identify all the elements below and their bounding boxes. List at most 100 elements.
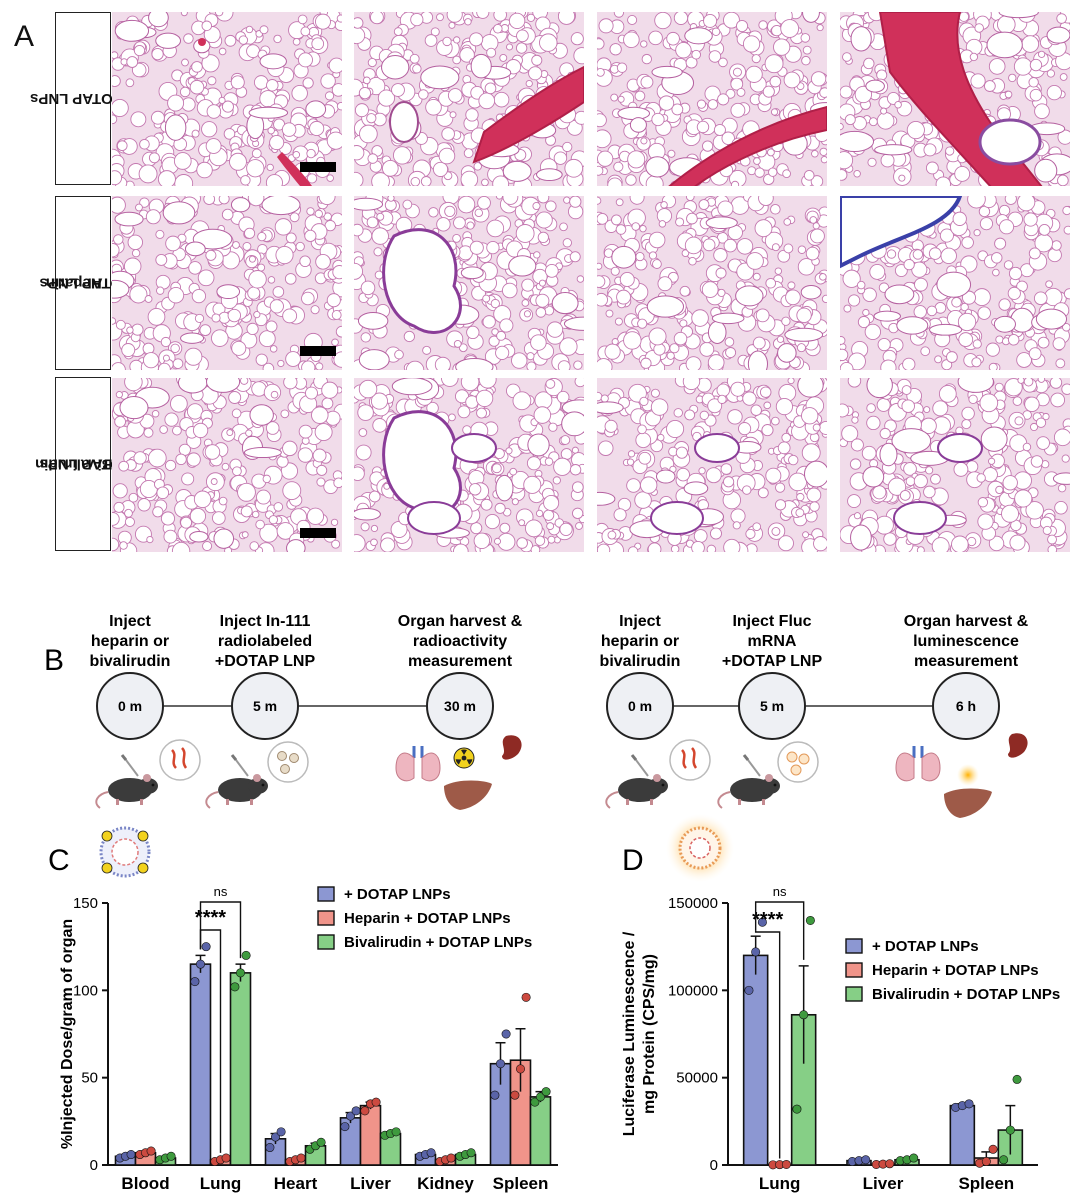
lungs-icon bbox=[894, 744, 942, 783]
liver-icon bbox=[444, 780, 492, 810]
step-label: +DOTAP LNP bbox=[722, 653, 823, 670]
y-tick-label: 50000 bbox=[676, 1070, 718, 1087]
legend-swatch bbox=[317, 934, 335, 950]
row-label-bivalirudin: Bivalirudin+ DOTAP LNPs bbox=[35, 377, 146, 551]
timepoint-label: 6 h bbox=[956, 698, 976, 714]
timepoint-circle bbox=[606, 672, 674, 740]
mouse-icon bbox=[604, 753, 670, 810]
data-point bbox=[799, 1010, 809, 1020]
step-label: Organ harvest & bbox=[904, 613, 1029, 630]
timepoint-label: 30 m bbox=[444, 698, 476, 714]
panel-label-a: A bbox=[14, 20, 35, 53]
x-tick-label: Spleen bbox=[493, 1174, 549, 1193]
legend-swatch bbox=[845, 962, 863, 978]
x-tick-label: Spleen bbox=[958, 1174, 1014, 1193]
y-tick-label: 150000 bbox=[668, 895, 718, 912]
step-label: bivalirudin bbox=[600, 653, 681, 670]
data-point bbox=[265, 1143, 275, 1153]
data-point bbox=[166, 1151, 176, 1161]
data-point bbox=[981, 1157, 991, 1167]
timepoint-circle bbox=[426, 672, 494, 740]
step-label: heparin or bbox=[601, 633, 679, 650]
y-axis-label: mg Protein (CPS/mg) bbox=[641, 954, 658, 1114]
scale-bar bbox=[300, 528, 336, 538]
data-point bbox=[276, 1127, 286, 1137]
timepoint-circle bbox=[96, 672, 164, 740]
data-point bbox=[201, 942, 211, 952]
data-point bbox=[316, 1137, 326, 1147]
lung-micrograph bbox=[112, 12, 342, 186]
mouse-icon bbox=[204, 753, 270, 810]
x-tick-label: Lung bbox=[759, 1174, 801, 1193]
data-point bbox=[371, 1097, 381, 1107]
lung-micrograph bbox=[354, 196, 584, 370]
data-point bbox=[146, 1146, 156, 1156]
step-label: measurement bbox=[914, 653, 1019, 670]
data-point bbox=[781, 1159, 791, 1169]
luminescent-lnp-icon bbox=[666, 814, 734, 882]
y-tick-label: 150 bbox=[73, 895, 98, 912]
significance-label: ns bbox=[214, 884, 228, 899]
significance-label: ns bbox=[773, 884, 787, 899]
radioactive-icon bbox=[453, 747, 475, 769]
y-tick-label: 0 bbox=[710, 1157, 718, 1174]
scale-bar bbox=[300, 162, 336, 172]
data-point bbox=[196, 959, 206, 969]
significance-label: **** bbox=[195, 907, 226, 929]
legend-label: Heparin + DOTAP LNPs bbox=[344, 910, 511, 927]
spleen-icon bbox=[502, 735, 522, 760]
bar bbox=[949, 1104, 976, 1166]
magnifier-anticoagulant-icon bbox=[669, 739, 711, 781]
lung-micrograph bbox=[840, 196, 1070, 370]
data-point bbox=[515, 1064, 525, 1074]
y-tick-label: 100000 bbox=[668, 982, 718, 999]
data-point bbox=[521, 992, 531, 1002]
data-point bbox=[446, 1153, 456, 1163]
significance-label: **** bbox=[752, 909, 783, 931]
mouse-icon bbox=[94, 753, 160, 810]
bar bbox=[529, 1096, 552, 1166]
magnifier-mrna-lnp-icon bbox=[777, 741, 819, 783]
x-tick-label: Liver bbox=[350, 1174, 391, 1193]
step-label: Inject bbox=[109, 613, 151, 630]
lung-micrograph bbox=[354, 12, 584, 186]
y-tick-label: 0 bbox=[90, 1157, 98, 1174]
x-tick-label: Liver bbox=[863, 1174, 904, 1193]
y-axis-label: %Injected Dose/gram of organ bbox=[59, 919, 76, 1149]
legend-label: Heparin + DOTAP LNPs bbox=[872, 962, 1039, 979]
data-point bbox=[221, 1153, 231, 1163]
lung-micrograph bbox=[840, 12, 1070, 186]
lung-micrograph bbox=[354, 378, 584, 552]
row-label-heparin: Heparin+ DOTAP LNPs bbox=[39, 196, 146, 370]
data-point bbox=[885, 1159, 895, 1169]
lung-micrograph bbox=[597, 196, 827, 370]
data-point bbox=[190, 977, 200, 987]
data-point bbox=[751, 947, 761, 957]
scale-bar bbox=[300, 346, 336, 356]
panel-label-d: D bbox=[622, 844, 644, 877]
data-point bbox=[757, 917, 767, 927]
step-label: Inject bbox=[619, 613, 661, 630]
data-point bbox=[909, 1153, 919, 1163]
magnifier-lnp-icon bbox=[267, 741, 309, 783]
timepoint-label: 5 m bbox=[253, 698, 277, 714]
data-point bbox=[426, 1148, 436, 1158]
legend-label: + DOTAP LNPs bbox=[344, 886, 451, 903]
radiolabeled-lnp-icon bbox=[99, 826, 151, 878]
timepoint-label: 5 m bbox=[760, 698, 784, 714]
timepoint-label: 0 m bbox=[628, 698, 652, 714]
data-point bbox=[236, 968, 246, 978]
y-tick-label: 50 bbox=[81, 1070, 98, 1087]
data-point bbox=[360, 1106, 370, 1116]
data-point bbox=[495, 1059, 505, 1069]
panel-label-c: C bbox=[48, 844, 70, 877]
data-point bbox=[340, 1122, 350, 1132]
step-label: heparin or bbox=[91, 633, 169, 650]
legend-swatch bbox=[845, 938, 863, 954]
lung-micrograph bbox=[597, 12, 827, 186]
step-label: Inject In-111 bbox=[220, 613, 311, 630]
data-point bbox=[351, 1106, 361, 1116]
panel-label-b: B bbox=[44, 644, 64, 677]
